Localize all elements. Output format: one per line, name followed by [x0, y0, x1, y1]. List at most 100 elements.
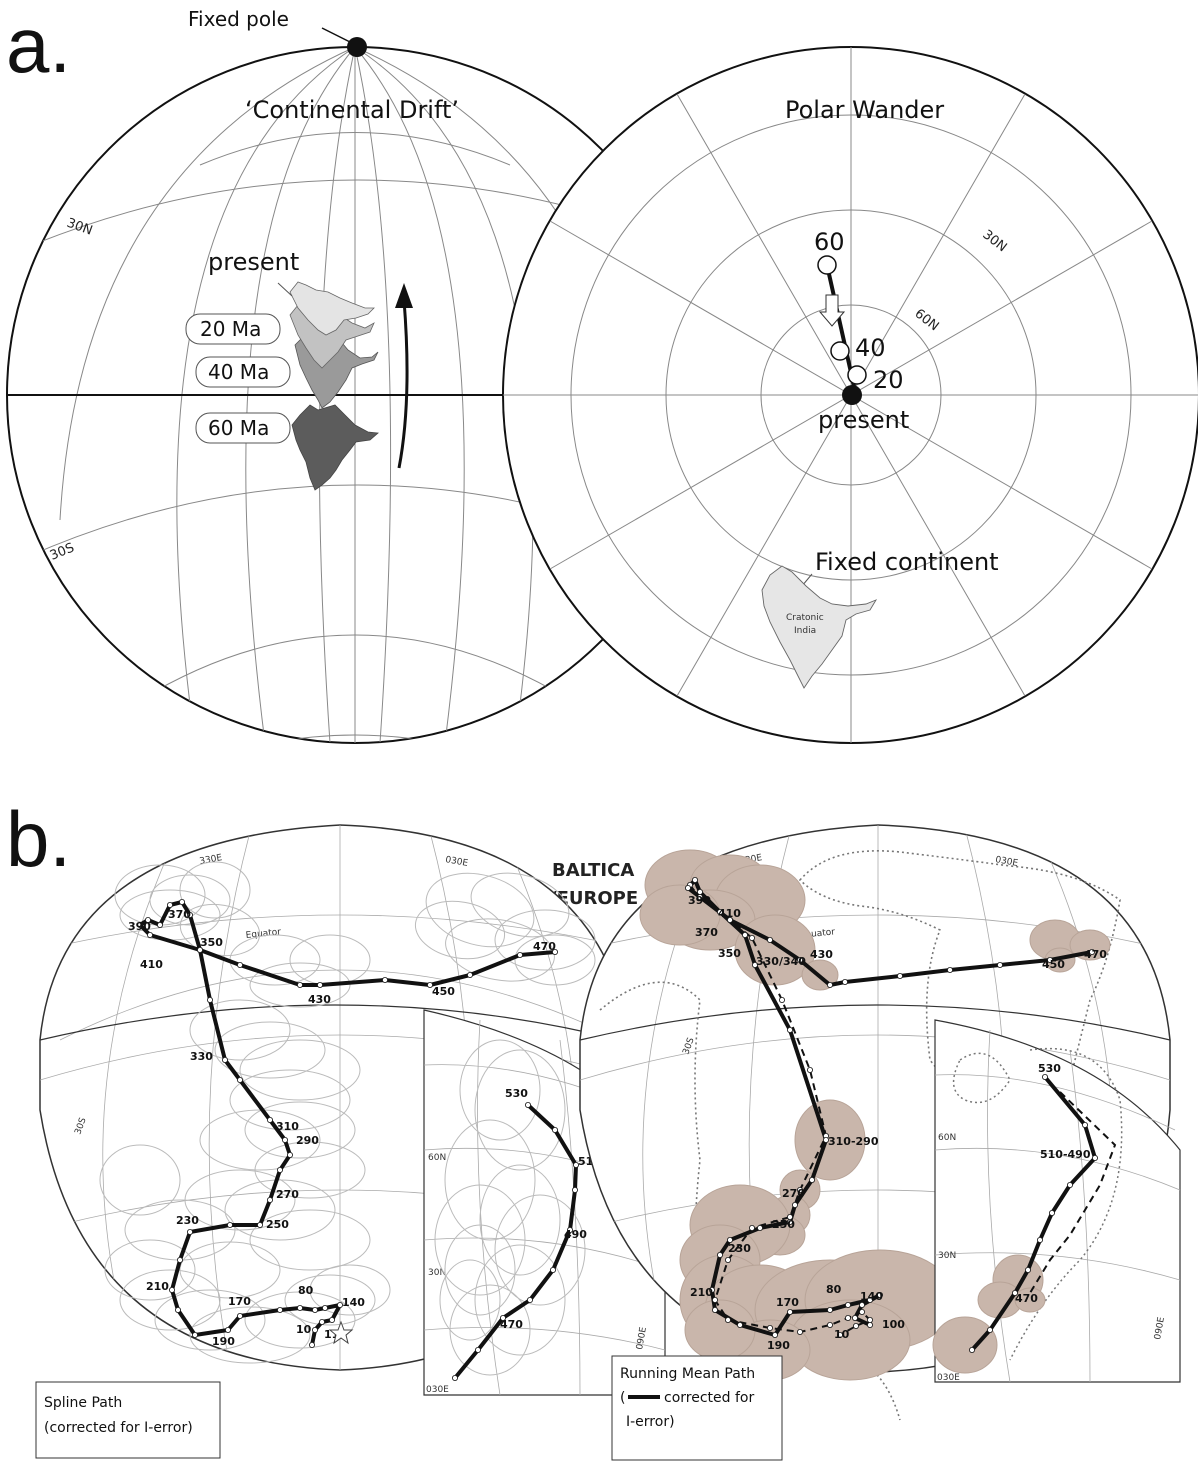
present-label-left: present [208, 248, 299, 276]
path-dot [186, 912, 193, 919]
spline-legend-line1: Spline Path [44, 1395, 122, 1411]
error-ellipse [254, 1141, 366, 1199]
age-label: 10 [834, 1328, 850, 1341]
age-label: 190 [767, 1339, 790, 1352]
path-dot [827, 1307, 834, 1314]
age-label: 330 [190, 1050, 213, 1063]
spline-path-globe: 330E 030E Equator 30S 390370350410430450… [35, 824, 666, 1459]
error-ellipse [414, 900, 506, 960]
path-dot [1089, 949, 1096, 956]
path-dot [451, 1375, 458, 1382]
path-dot [256, 1222, 263, 1229]
age-label: 210 [146, 1280, 169, 1293]
error-ellipse [439, 1259, 501, 1341]
fixed-pole-marker [347, 37, 367, 57]
age-label: 350 [718, 947, 741, 960]
error-ellipse [684, 1299, 756, 1361]
present-leader [277, 282, 293, 297]
error-ellipse [244, 1291, 356, 1349]
age-label: 80 [298, 1284, 314, 1297]
path-dot [321, 1305, 328, 1312]
error-ellipse [189, 999, 291, 1061]
error-ellipse [449, 1284, 531, 1376]
path-dot [336, 1302, 343, 1309]
error-ellipse [224, 1179, 336, 1241]
path-dot [144, 917, 151, 924]
age-label: 270 [782, 1187, 805, 1200]
path-dot [712, 1297, 719, 1304]
age-label: 230 [728, 1242, 751, 1255]
age-label: 100 [882, 1318, 905, 1331]
path-dot [749, 1225, 756, 1232]
path-dot [381, 977, 388, 984]
age-label: 490 [564, 1228, 587, 1241]
path-dot [779, 997, 786, 1004]
pole-20 [847, 365, 867, 385]
age-label: 510-490 [1040, 1148, 1091, 1161]
age-40ma-text: 40 Ma [208, 360, 269, 384]
path-dot [311, 1327, 318, 1334]
polar-wander-title: Polar Wander [785, 96, 944, 124]
path-dot [717, 909, 724, 916]
path-dot [525, 1102, 532, 1109]
path-dot [717, 1252, 724, 1259]
path-dot [845, 1315, 852, 1322]
left-inset-30n: 30N [428, 1268, 446, 1278]
right-inset-30n: 30N [938, 1251, 956, 1261]
drift-arrow [397, 299, 409, 469]
path-dot [1012, 1290, 1019, 1297]
error-ellipse [249, 1209, 371, 1271]
error-ellipse [99, 1144, 181, 1216]
age-label: 230 [176, 1214, 199, 1227]
running-legend-line2: corrected for [664, 1390, 754, 1406]
path-dot [697, 889, 704, 896]
india-60ma [291, 404, 379, 491]
path-dot [567, 1227, 574, 1234]
path-dot [787, 1027, 794, 1034]
path-dot [792, 1202, 799, 1209]
path-dot [499, 1315, 506, 1322]
path-dot [550, 1267, 557, 1274]
path-dot [767, 937, 774, 944]
path-dot [1082, 1122, 1089, 1129]
path-dot [552, 949, 559, 956]
path-dot [572, 1187, 579, 1194]
path-dot [266, 1197, 273, 1204]
error-ellipse [794, 1099, 866, 1181]
star-icon [328, 1320, 354, 1345]
right-inset-path [970, 1075, 1097, 1352]
fixed-pole-leader [321, 27, 351, 43]
path-dot [725, 1317, 732, 1324]
fixed-continent-label: Fixed continent [815, 548, 999, 576]
age-60ma-text: 60 Ma [208, 416, 269, 440]
error-ellipse [444, 1224, 516, 1316]
coastline-outline [599, 850, 1121, 1421]
path-dot [296, 982, 303, 989]
left-b-error-ellipses [99, 861, 596, 1364]
path-dot [752, 962, 759, 969]
right-inset-dashed [1029, 1091, 1117, 1294]
age-label: 470 [1084, 948, 1107, 961]
error-ellipse [434, 1184, 526, 1296]
path-dot [737, 1322, 744, 1329]
error-ellipse [470, 872, 570, 938]
spline-legend: Spline Path (corrected for I-error) [35, 1381, 221, 1459]
error-ellipse [444, 1119, 536, 1241]
left-b-path-dots [136, 899, 559, 1349]
path-dot [867, 1297, 874, 1304]
path-dot [474, 1347, 481, 1354]
path-dot [196, 947, 203, 954]
path-dot [897, 973, 904, 980]
running-mean-globe: 330E 030E Equator 30S 390410370350330/34… [579, 824, 1181, 1461]
panel-b-letter: b. [6, 795, 71, 883]
error-ellipse [474, 1049, 566, 1171]
age-label: 530 [505, 1087, 528, 1100]
path-dot [328, 1317, 335, 1324]
error-ellipse [244, 1101, 356, 1159]
path-dot [168, 1287, 175, 1294]
age-label: 310-290 [828, 1135, 879, 1148]
running-legend-line1: Running Mean Path [620, 1366, 755, 1382]
path-dot [281, 1137, 288, 1144]
fixed-pole-label: Fixed pole [188, 7, 289, 31]
path-dot [224, 1327, 231, 1334]
